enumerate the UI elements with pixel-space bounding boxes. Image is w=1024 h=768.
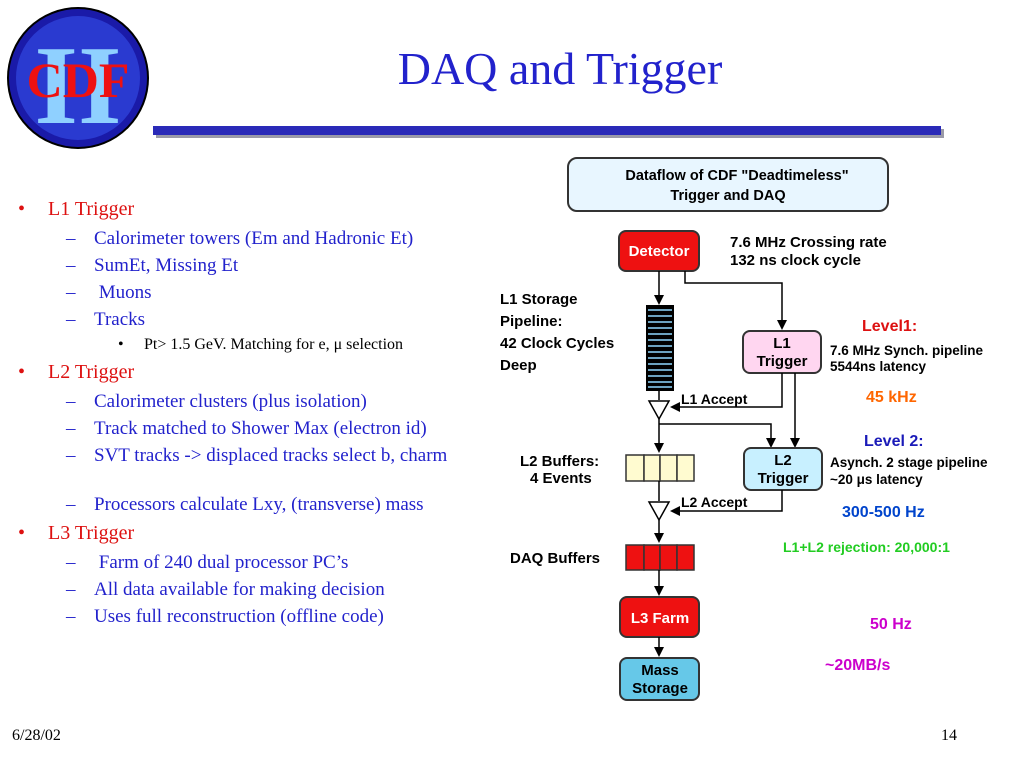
daq-buffers <box>625 544 695 571</box>
bullet-l2-item: –Processors calculate Lxy, (transverse) … <box>66 494 424 515</box>
l1-storage-label: Deep <box>500 357 537 374</box>
l2-trigger-label: L2 <box>774 452 792 469</box>
slide-title: DAQ and Trigger <box>397 43 723 94</box>
bullet-text: Pt> 1.5 GeV. Matching for e, μ selection <box>144 336 404 353</box>
bullet-text: Tracks <box>94 309 146 330</box>
l1-storage-label: 42 Clock Cycles <box>500 335 614 352</box>
l2-buffers-label: 4 Events <box>530 470 592 487</box>
l2-trigger-label: Trigger <box>758 470 809 487</box>
l2-accept-label: L2 Accept <box>681 494 748 510</box>
bullet-l3-item: –Uses full reconstruction (offline code) <box>66 606 384 627</box>
l1-accept-label: L1 Accept <box>681 391 748 407</box>
bandwidth: ~20MB/s <box>825 657 890 674</box>
bullet-l2-trigger: •L2 Trigger <box>18 361 135 383</box>
l2-buffers <box>625 454 695 482</box>
bullet-text: Calorimeter towers (Em and Hadronic Et) <box>94 228 414 249</box>
l2-trigger-box <box>743 447 823 491</box>
bullet-l1-item: –Calorimeter towers (Em and Hadronic Et) <box>66 228 414 249</box>
page-number: 14 <box>941 727 957 744</box>
level2-desc: ~20 μs latency <box>830 472 923 487</box>
bullet-l2-item: –SVT tracks -> displaced tracks select b… <box>66 445 448 466</box>
level2-title: Level 2: <box>864 433 924 450</box>
l1-storage-label: L1 Storage <box>500 291 578 308</box>
bullet-l3-item: – Farm of 240 dual processor PC’s <box>66 552 349 573</box>
level2-desc: Asynch. 2 stage pipeline <box>830 455 988 470</box>
mass-storage-box <box>619 657 700 701</box>
l1-trigger-label: L1 <box>773 335 791 352</box>
l2-accept-gate <box>647 501 671 522</box>
level1-desc: 7.6 MHz Synch. pipeline <box>830 343 984 358</box>
bullet-l2-item: –Calorimeter clusters (plus isolation) <box>66 391 367 412</box>
bullet-text: Farm of 240 dual processor PC’s <box>94 552 349 573</box>
bullet-text: Track matched to Shower Max (electron id… <box>94 418 427 439</box>
bullet-l1-subitem: •Pt> 1.5 GeV. Matching for e, μ selectio… <box>118 336 404 353</box>
bullet-text: Processors calculate Lxy, (transverse) m… <box>94 494 424 515</box>
bullet-l2-item: –Track matched to Shower Max (electron i… <box>66 418 427 439</box>
bullet-l1-item: – Muons <box>66 282 152 303</box>
bullet-text: Uses full reconstruction (offline code) <box>94 606 384 627</box>
level1-desc: 5544ns latency <box>830 359 927 374</box>
mass-storage-label: Mass <box>641 662 679 679</box>
bullet-l1-heading: L1 Trigger <box>48 198 135 220</box>
bullet-l1-trigger: •L1 Trigger <box>18 198 135 220</box>
bullet-text: Calorimeter clusters (plus isolation) <box>94 391 367 412</box>
l3-farm-label: L3 Farm <box>631 610 689 627</box>
l1-trigger-label: Trigger <box>757 353 808 370</box>
clock-cycle: 132 ns clock cycle <box>730 252 861 269</box>
diagram-header-box <box>567 157 889 212</box>
l1-accept-gate <box>647 400 671 421</box>
bullet-text: SVT tracks -> displaced tracks select b,… <box>94 445 448 466</box>
daq-buffers-label: DAQ Buffers <box>510 550 600 567</box>
bullet-text: Muons <box>94 282 152 303</box>
bullet-l3-heading: L3 Trigger <box>48 522 135 544</box>
logo-roman-numeral: II <box>34 24 121 148</box>
bullet-l2-heading: L2 Trigger <box>48 361 135 383</box>
diagram-header-line2: Trigger and DAQ <box>670 188 785 204</box>
cdf-logo: II CDF <box>7 7 149 149</box>
slide-date: 6/28/02 <box>12 727 61 744</box>
rate-l1: 45 kHz <box>866 389 917 406</box>
l2-buffers-label: L2 Buffers: <box>520 453 599 470</box>
crossing-rate: 7.6 MHz Crossing rate <box>730 234 887 251</box>
bullet-l3-item: –All data available for making decision <box>66 579 385 600</box>
rejection-label: L1+L2 rejection: 20,000:1 <box>783 539 950 555</box>
logo-text: CDF <box>27 52 130 108</box>
mass-storage-label: Storage <box>632 680 688 697</box>
title-underline <box>153 126 941 135</box>
bullet-text: All data available for making decision <box>94 579 385 600</box>
l1-storage-label: Pipeline: <box>500 313 563 330</box>
diagram-header-line1: Dataflow of CDF "Deadtimeless" <box>625 168 848 184</box>
rate-l2: 300-500 Hz <box>842 504 925 521</box>
l1-storage-pipeline <box>646 305 674 391</box>
detector-label: Detector <box>629 243 690 260</box>
bullet-l1-item: –SumEt, Missing Et <box>66 255 239 276</box>
level1-title: Level1: <box>862 318 917 335</box>
rate-l3: 50 Hz <box>870 616 912 633</box>
bullet-l1-item: –Tracks <box>66 309 146 330</box>
bullet-l3-trigger: •L3 Trigger <box>18 522 135 544</box>
bullet-text: SumEt, Missing Et <box>94 255 239 276</box>
